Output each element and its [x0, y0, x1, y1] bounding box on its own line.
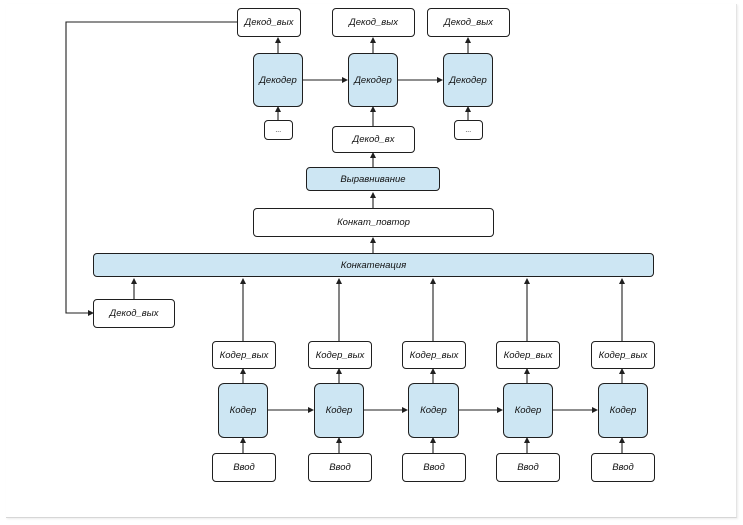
decoder-cell-3: Декодер	[443, 53, 493, 107]
encoder-output-2: Кодер_вых	[308, 341, 372, 369]
decoder-input: Декод_вх	[332, 126, 415, 153]
decoder-side-input-1: ...	[264, 120, 293, 140]
encoder-output-4: Кодер_вых	[496, 341, 560, 369]
decoder-side-input-3: ...	[454, 120, 483, 140]
encoder-output-3: Кодер_вых	[402, 341, 466, 369]
arrow-feedback-loop	[65, 21, 237, 316]
decoder-output-1: Декод_вых	[237, 8, 301, 37]
encoder-output-5: Кодер_вых	[591, 341, 655, 369]
encoder-cell-4: Кодер	[503, 383, 553, 438]
alignment-block: Выравнивание	[306, 167, 440, 191]
encoder-cell-5: Кодер	[598, 383, 648, 438]
encoder-input-4: Ввод	[496, 453, 560, 482]
feedback-decoder-output: Декод_вых	[93, 299, 175, 328]
encoder-input-3: Ввод	[402, 453, 466, 482]
encoder-cell-1: Кодер	[218, 383, 268, 438]
encoder-input-5: Ввод	[591, 453, 655, 482]
encoder-input-1: Ввод	[212, 453, 276, 482]
encoder-cell-2: Кодер	[314, 383, 364, 438]
page-sheet	[6, 4, 737, 518]
decoder-output-3: Декод_вых	[427, 8, 510, 37]
concat-repeat-block: Конкат_повтор	[253, 208, 494, 237]
decoder-cell-1: Декодер	[253, 53, 303, 107]
concatenation-bar: Конкатенация	[93, 253, 654, 277]
encoder-cell-3: Кодер	[408, 383, 459, 438]
encoder-output-1: Кодер_вых	[212, 341, 276, 369]
decoder-cell-2: Декодер	[348, 53, 398, 107]
decoder-output-2: Декод_вых	[332, 8, 415, 37]
encoder-input-2: Ввод	[308, 453, 372, 482]
